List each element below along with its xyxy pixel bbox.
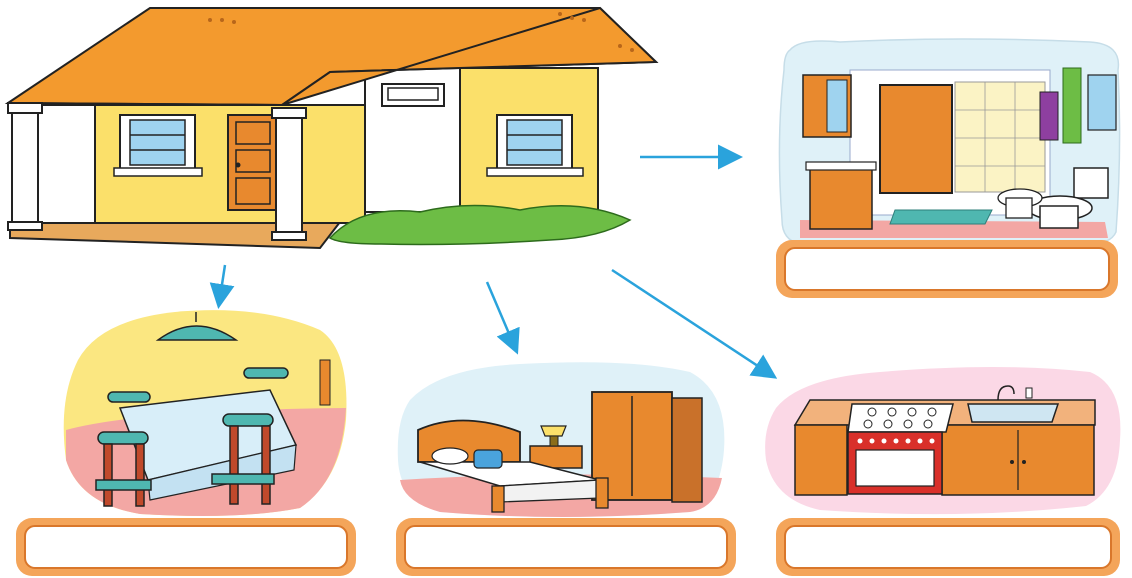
bathroom-answer-box[interactable]: [776, 240, 1118, 298]
kitchen-illustration: [765, 367, 1121, 515]
arrow-to-bedroom: [485, 281, 520, 355]
bedroom-answer-field[interactable]: [404, 525, 728, 569]
arrow-to-kitchen: [611, 268, 778, 379]
arrows: [209, 144, 778, 379]
bathroom-answer-field[interactable]: [784, 247, 1110, 291]
dining-room-illustration: [63, 310, 347, 516]
dining-room-answer-box[interactable]: [16, 518, 356, 576]
house-illustration: [4, 6, 659, 250]
kitchen-answer-box[interactable]: [776, 518, 1120, 576]
bathroom-illustration: [778, 38, 1121, 248]
dining-room-answer-field[interactable]: [24, 525, 348, 569]
kitchen-answer-field[interactable]: [784, 525, 1112, 569]
bedroom-illustration: [397, 362, 725, 517]
arrow-to-dining-room: [209, 264, 235, 309]
bedroom-answer-box[interactable]: [396, 518, 736, 576]
